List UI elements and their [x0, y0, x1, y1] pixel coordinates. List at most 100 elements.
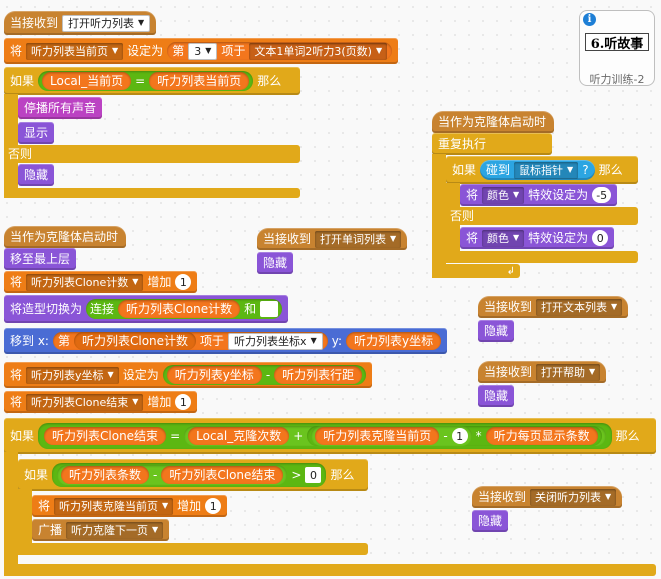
else-label: 否则	[4, 145, 300, 163]
set-effect-block[interactable]: 将 颜色▼ 特效设定为 0	[460, 227, 615, 249]
effect-dropdown[interactable]: 颜色▼	[482, 186, 525, 204]
subtract-operator[interactable]: 听力列表y坐标 - 听力列表行距	[162, 365, 367, 385]
chevron-down-icon: ▼	[513, 233, 520, 242]
item-of-list-reporter[interactable]: 第 3▼ 项于 文本1单词2听力3(页数)▼	[167, 42, 393, 60]
list-count-reporter[interactable]: 听力列表条数	[61, 466, 150, 484]
item-index-dropdown[interactable]: 3▼	[188, 42, 218, 60]
forever-block[interactable]: 重复执行	[432, 133, 552, 155]
local-page-reporter[interactable]: Local_当前页	[42, 72, 132, 90]
greater-than-operator[interactable]: 听力列表条数 - 听力列表Clone结束 > 0	[52, 463, 327, 487]
clone-count-reporter[interactable]: 听力列表Clone计数	[73, 332, 197, 350]
chevron-down-icon: ▼	[375, 46, 383, 55]
set-y-block[interactable]: 将 听力列表y坐标▼ 设定为 听力列表y坐标 - 听力列表行距	[4, 362, 373, 388]
items-per-page-reporter[interactable]: 听力每页显示条数	[485, 427, 598, 445]
chevron-down-icon: ▼	[310, 336, 317, 345]
join-text-input[interactable]	[260, 301, 279, 317]
if-else-block[interactable]: 如果 Local_当前页 = 听力列表当前页 那么	[4, 67, 300, 95]
hide-block[interactable]: 隐藏	[18, 164, 55, 186]
list-dropdown[interactable]: 文本1单词2听力3(页数)▼	[249, 42, 388, 60]
stop-all-sounds-block[interactable]: 停播所有声音	[18, 97, 103, 119]
when-receive-hat[interactable]: 当接收到 打开帮助▼	[478, 361, 607, 383]
when-receive-hat[interactable]: 当接收到 打开文本列表▼	[478, 296, 629, 318]
hide-block[interactable]: 隐藏	[478, 385, 515, 407]
variable-dropdown[interactable]: 听力列表克隆当前页▼	[54, 497, 174, 515]
touch-target-dropdown[interactable]: 鼠标指针▼	[514, 161, 579, 179]
if-arm	[4, 452, 18, 572]
variable-dropdown[interactable]: 听力列表Clone计数▼	[26, 273, 144, 291]
broadcast-block[interactable]: 广播 听力克隆下一页▼	[32, 519, 170, 541]
forever-end-bar: ↲	[432, 264, 520, 278]
info-icon[interactable]: i	[583, 13, 596, 26]
message-dropdown[interactable]: 打开单词列表▼	[315, 230, 402, 248]
chevron-down-icon: ▼	[132, 277, 139, 286]
loop-arrow-icon: ↲	[506, 265, 515, 277]
join-operator[interactable]: 连接 听力列表Clone计数 和	[86, 299, 283, 319]
number-input[interactable]: 1	[451, 428, 468, 444]
chevron-down-icon: ▼	[605, 492, 612, 501]
if-end-bar	[4, 564, 656, 576]
change-amount-input[interactable]: 1	[205, 498, 222, 514]
if-arm	[4, 94, 18, 194]
chevron-down-icon: ▼	[390, 234, 397, 243]
add-operator[interactable]: Local_克隆次数 + 听力列表克隆当前页 - 1 * 听力每页显示条数	[184, 426, 606, 446]
chevron-down-icon: ▼	[132, 397, 139, 406]
if-block-outer[interactable]: 如果 听力列表Clone结束 = Local_克隆次数 + 听力列表克隆当前页 …	[4, 418, 656, 454]
clone-current-page-reporter[interactable]: 听力列表克隆当前页	[315, 427, 440, 445]
change-amount-input[interactable]: 1	[175, 274, 192, 290]
chevron-down-icon: ▼	[567, 165, 574, 174]
message-dropdown[interactable]: 关闭听力列表▼	[530, 488, 617, 506]
hide-block[interactable]: 隐藏	[478, 320, 515, 342]
switch-costume-block[interactable]: 将造型切换为 连接 听力列表Clone计数 和	[4, 295, 289, 323]
show-block[interactable]: 显示	[18, 122, 55, 144]
subtract-operator[interactable]: 听力列表克隆当前页 - 1	[311, 426, 472, 446]
effect-value-input[interactable]: 0	[592, 230, 609, 246]
equals-operator[interactable]: Local_当前页 = 听力列表当前页	[38, 71, 254, 91]
change-page-block[interactable]: 将 听力列表克隆当前页▼ 增加 1	[32, 495, 228, 517]
go-to-xy-block[interactable]: 移到 x: 第 听力列表Clone计数 项于 听力列表坐标x▼ y: 听力列表y…	[4, 328, 448, 354]
effect-value-input[interactable]: -5	[592, 187, 612, 203]
variable-dropdown[interactable]: 听力列表y坐标▼	[26, 366, 119, 384]
row-spacing-reporter[interactable]: 听力列表行距	[274, 366, 363, 384]
sprite-thumbnail[interactable]: i 6.听故事 听力训练-2	[579, 10, 655, 86]
item-of-list-reporter[interactable]: 第 听力列表Clone计数 项于 听力列表坐标x▼	[52, 332, 328, 350]
y-coordinate-reporter[interactable]: 听力列表y坐标	[346, 332, 442, 350]
hide-block[interactable]: 隐藏	[472, 510, 509, 532]
set-effect-block[interactable]: 将 颜色▼ 特效设定为 -5	[460, 184, 618, 206]
when-receive-hat[interactable]: 当接收到 打开单词列表▼	[257, 228, 408, 250]
clone-count-reporter[interactable]: 听力列表Clone计数	[118, 300, 241, 318]
chevron-down-icon: ▼	[589, 367, 596, 376]
message-dropdown[interactable]: 打开文本列表▼	[536, 298, 623, 316]
change-clone-count-block[interactable]: 将 听力列表Clone计数▼ 增加 1	[4, 271, 198, 293]
change-amount-input[interactable]: 1	[175, 394, 192, 410]
when-receive-hat[interactable]: 当接收到 关闭听力列表▼	[472, 486, 623, 508]
number-input[interactable]: 0	[305, 467, 322, 483]
list-dropdown[interactable]: 听力列表坐标x▼	[228, 332, 323, 350]
chevron-down-icon: ▼	[205, 46, 212, 55]
hide-block[interactable]: 隐藏	[257, 252, 294, 274]
touching-sensor[interactable]: 碰到 鼠标指针▼ ?	[480, 160, 595, 180]
local-clone-count-reporter[interactable]: Local_克隆次数	[188, 427, 290, 445]
if-block-inner[interactable]: 如果 听力列表条数 - 听力列表Clone结束 > 0 那么	[18, 459, 368, 491]
message-dropdown[interactable]: 打开帮助▼	[536, 363, 601, 381]
effect-dropdown[interactable]: 颜色▼	[482, 229, 525, 247]
set-variable-block[interactable]: 将 听力列表当前页▼ 设定为 第 3▼ 项于 文本1单词2听力3(页数)▼	[4, 38, 399, 64]
when-receive-hat[interactable]: 当接收到 打开听力列表▼	[4, 11, 157, 35]
equals-operator[interactable]: 听力列表Clone结束 = Local_克隆次数 + 听力列表克隆当前页 - 1…	[38, 423, 612, 449]
when-clone-starts-hat[interactable]: 当作为克隆体启动时	[432, 111, 554, 133]
go-to-front-block[interactable]: 移至最上层	[4, 248, 77, 270]
when-clone-starts-hat[interactable]: 当作为克隆体启动时	[4, 226, 126, 248]
y-coordinate-reporter[interactable]: 听力列表y坐标	[166, 366, 262, 384]
variable-dropdown[interactable]: 听力列表当前页▼	[26, 42, 124, 60]
subtract-operator[interactable]: 听力列表条数 - 听力列表Clone结束	[57, 465, 288, 485]
clone-end-reporter[interactable]: 听力列表Clone结束	[161, 466, 284, 484]
sprite-name: 6.听故事	[585, 33, 649, 52]
variable-dropdown[interactable]: 听力列表Clone结束▼	[26, 393, 144, 411]
list-page-reporter[interactable]: 听力列表当前页	[149, 72, 250, 90]
if-else-block[interactable]: 如果 碰到 鼠标指针▼ ? 那么	[446, 156, 638, 184]
change-clone-end-block[interactable]: 将 听力列表Clone结束▼ 增加 1	[4, 391, 198, 413]
message-dropdown[interactable]: 打开听力列表▼	[62, 14, 151, 32]
multiply-operator[interactable]: 听力列表克隆当前页 - 1 * 听力每页显示条数	[307, 426, 602, 446]
message-dropdown[interactable]: 听力克隆下一页▼	[66, 521, 164, 539]
clone-end-reporter[interactable]: 听力列表Clone结束	[44, 427, 167, 445]
set-label: 将	[10, 44, 23, 58]
